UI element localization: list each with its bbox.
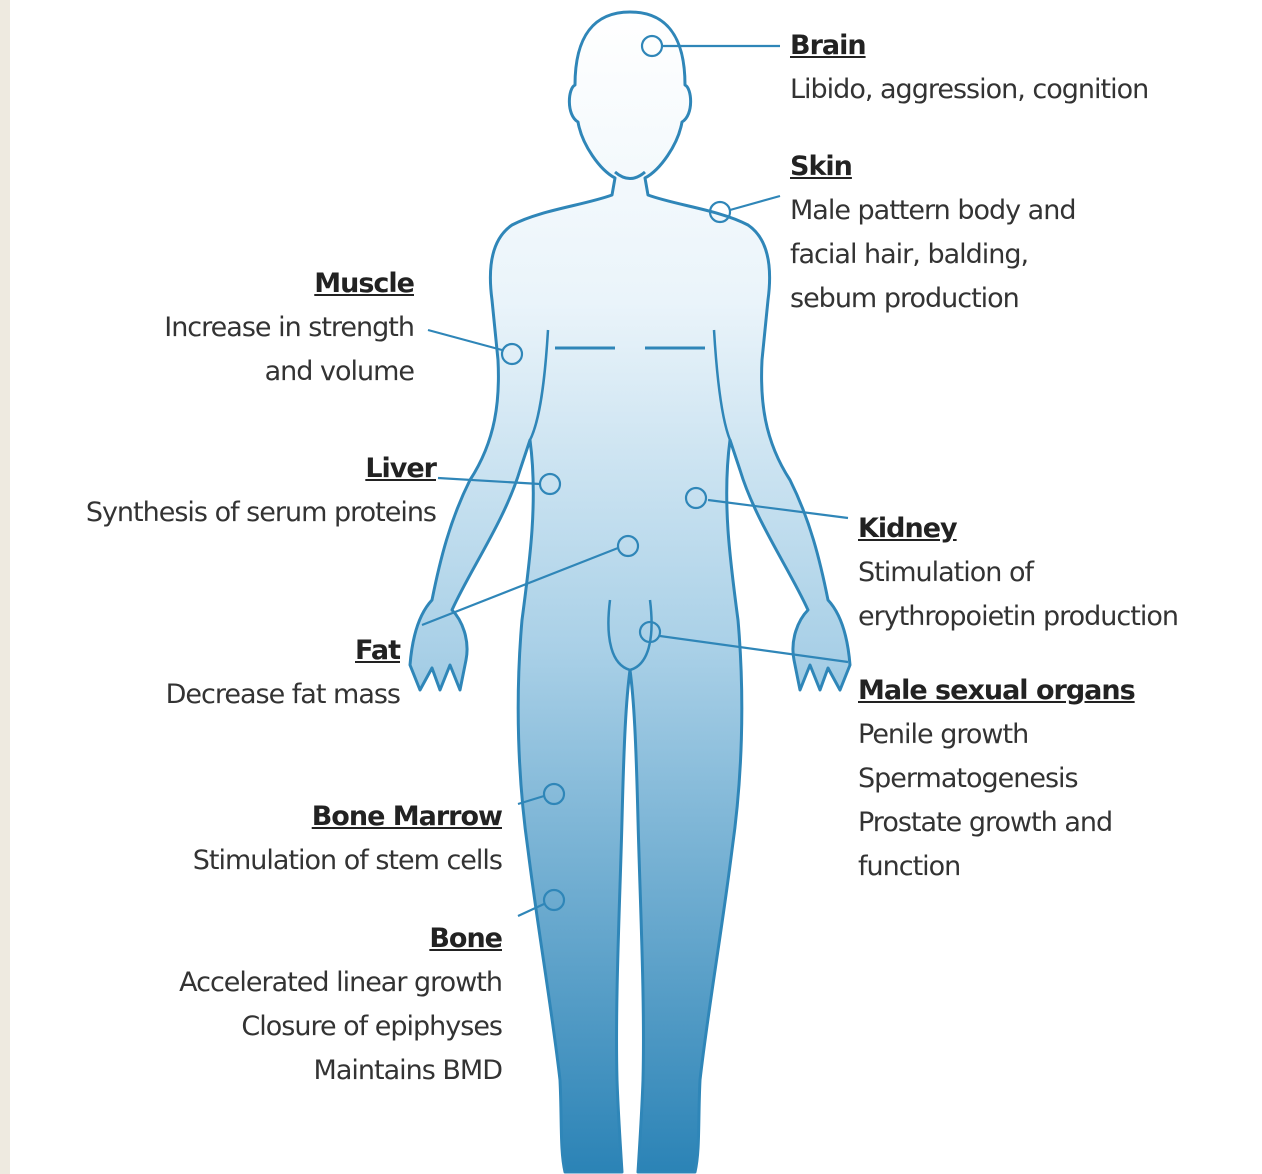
bone-marrow-title: Bone Marrow [193,795,502,839]
bone-marrow-text-1: Stimulation of stem cells [193,839,502,883]
kidney-label: Kidney Stimulation of erythropoietin pro… [858,507,1178,639]
bone-text-3: Maintains BMD [179,1049,502,1093]
brain-label: Brain Libido, aggression, cognition [790,24,1148,112]
skin-title: Skin [790,145,1075,189]
bone-label: Bone Accelerated linear growth Closure o… [179,917,502,1093]
male-organs-label: Male sexual organs Penile growth Spermat… [858,669,1135,889]
brain-text-1: Libido, aggression, cognition [790,68,1148,112]
skin-text-3: sebum production [790,277,1075,321]
muscle-label: Muscle Increase in strength and volume [164,262,414,394]
male-organs-text-3: Prostate growth and [858,801,1135,845]
liver-title: Liver [86,447,436,491]
fat-title: Fat [166,629,400,673]
skin-label: Skin Male pattern body and facial hair, … [790,145,1075,321]
fat-text-1: Decrease fat mass [166,673,400,717]
muscle-text-2: and volume [164,350,414,394]
muscle-leader-line [428,330,502,350]
kidney-text-1: Stimulation of [858,551,1178,595]
muscle-text-1: Increase in strength [164,306,414,350]
kidney-text-2: erythropoietin production [858,595,1178,639]
liver-label: Liver Synthesis of serum proteins [86,447,436,535]
bone-text-2: Closure of epiphyses [179,1005,502,1049]
kidney-title: Kidney [858,507,1178,551]
skin-text-1: Male pattern body and [790,189,1075,233]
muscle-title: Muscle [164,262,414,306]
male-organs-title: Male sexual organs [858,669,1135,713]
male-organs-text-2: Spermatogenesis [858,757,1135,801]
fat-label: Fat Decrease fat mass [166,629,400,717]
male-organs-text-4: function [858,845,1135,889]
brain-title: Brain [790,24,1148,68]
skin-text-2: facial hair, balding, [790,233,1075,277]
bone-title: Bone [179,917,502,961]
bone-marrow-label: Bone Marrow Stimulation of stem cells [193,795,502,883]
male-organs-text-1: Penile growth [858,713,1135,757]
skin-leader-line [730,196,780,210]
bone-text-1: Accelerated linear growth [179,961,502,1005]
liver-text-1: Synthesis of serum proteins [86,491,436,535]
